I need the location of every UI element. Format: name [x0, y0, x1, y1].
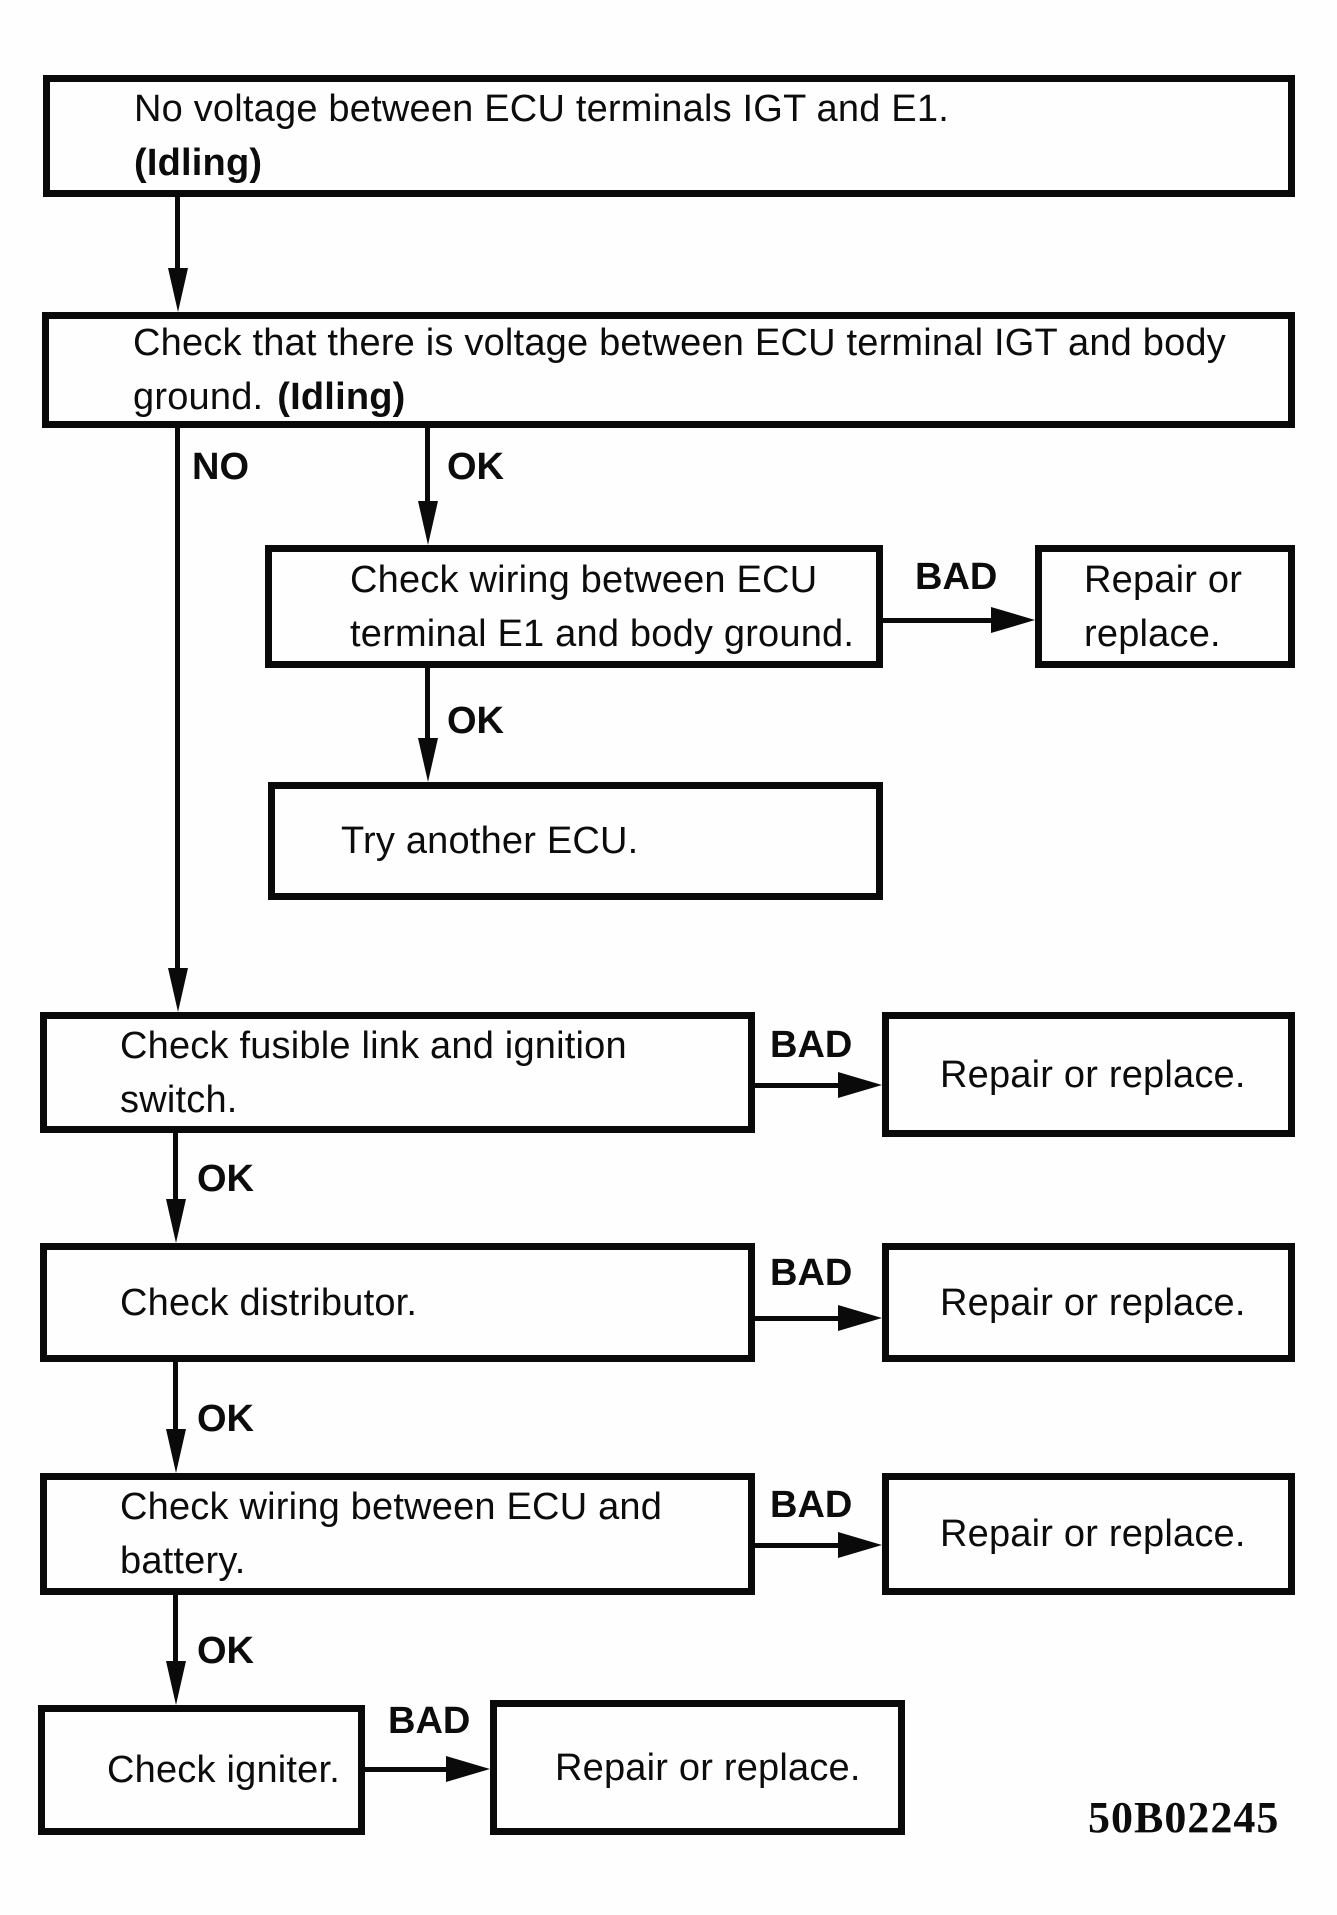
node-start: No voltage between ECU terminals IGT and…	[43, 75, 1295, 197]
label-ok-1: OK	[447, 446, 504, 488]
arrowhead-down-icon	[168, 268, 188, 312]
node-repair-igniter-line1: Repair or replace.	[555, 1746, 861, 1789]
connector-bad-to-repair-fusible	[755, 1083, 840, 1088]
node-check-distributor: Check distributor.	[40, 1243, 755, 1362]
connector-bad-to-repair-igniter	[365, 1767, 448, 1772]
connector-no-branch	[175, 428, 180, 971]
node-repair-battery-line1: Repair or replace.	[940, 1513, 1246, 1555]
node-start-line2: (Idling)	[134, 142, 263, 184]
node-check-igt-voltage-line2-text: ground.	[133, 376, 264, 418]
label-bad-3: BAD	[770, 1252, 853, 1294]
label-ok-4: OK	[197, 1398, 254, 1440]
node-check-fusible-link: Check fusible link and ignition switch.	[40, 1012, 755, 1133]
node-repair-fusible: Repair or replace.	[882, 1012, 1295, 1137]
arrowhead-right-icon	[838, 1532, 882, 1558]
arrowhead-down-icon	[166, 1429, 186, 1473]
node-repair-e1: Repair or replace.	[1035, 545, 1295, 668]
connector-ok-to-igniter	[173, 1595, 178, 1665]
connector-start-to-check-voltage	[175, 197, 180, 272]
node-repair-e1-line2: replace.	[1084, 612, 1221, 655]
node-check-igt-voltage-idling: (Idling)	[277, 376, 406, 418]
connector-bad-to-repair-battery	[755, 1543, 840, 1548]
arrowhead-down-icon	[166, 1199, 186, 1243]
connector-ok-to-wiring-battery	[173, 1362, 178, 1433]
node-check-igniter: Check igniter.	[38, 1705, 365, 1835]
node-repair-battery: Repair or replace.	[882, 1473, 1295, 1595]
node-repair-distributor: Repair or replace.	[882, 1243, 1295, 1362]
node-check-distributor-line1: Check distributor.	[120, 1281, 418, 1324]
node-check-igt-voltage: Check that there is voltage between ECU …	[42, 312, 1295, 428]
node-check-wiring-battery: Check wiring between ECU and battery.	[40, 1473, 755, 1595]
node-start-line1: No voltage between ECU terminals IGT and…	[134, 88, 949, 130]
arrowhead-down-icon	[418, 501, 438, 545]
label-ok-2: OK	[447, 700, 504, 742]
node-try-another-ecu-line1: Try another ECU.	[341, 820, 639, 862]
arrowhead-down-icon	[168, 968, 188, 1012]
arrowhead-right-icon	[838, 1305, 882, 1331]
node-repair-distributor-line1: Repair or replace.	[940, 1281, 1246, 1324]
node-check-igt-voltage-line1: Check that there is voltage between ECU …	[133, 322, 1226, 364]
label-ok-3: OK	[197, 1158, 254, 1200]
connector-ok-to-check-wiring-e1	[425, 428, 430, 505]
arrowhead-right-icon	[991, 607, 1035, 633]
node-repair-fusible-line1: Repair or replace.	[940, 1053, 1246, 1096]
label-bad-4: BAD	[770, 1484, 853, 1526]
node-check-wiring-e1: Check wiring between ECU terminal E1 and…	[265, 545, 883, 668]
label-bad-1: BAD	[915, 556, 998, 598]
label-bad-5: BAD	[388, 1700, 471, 1742]
label-no: NO	[192, 446, 249, 488]
arrowhead-right-icon	[838, 1072, 882, 1098]
node-check-fusible-link-line1: Check fusible link and ignition	[120, 1024, 627, 1067]
label-bad-2: BAD	[770, 1024, 853, 1066]
connector-bad-to-repair-distributor	[755, 1316, 840, 1321]
arrowhead-down-icon	[418, 738, 438, 782]
node-try-another-ecu: Try another ECU.	[268, 782, 883, 900]
node-check-wiring-e1-line2: terminal E1 and body ground.	[350, 612, 855, 655]
node-check-fusible-link-line2: switch.	[120, 1078, 238, 1121]
connector-ok-to-distributor	[173, 1133, 178, 1203]
node-check-wiring-e1-line1: Check wiring between ECU	[350, 558, 818, 601]
node-repair-igniter: Repair or replace.	[490, 1700, 905, 1835]
arrowhead-down-icon	[166, 1661, 186, 1705]
node-check-wiring-battery-line2: battery.	[120, 1540, 246, 1582]
label-ok-5: OK	[197, 1630, 254, 1672]
node-check-igniter-line1: Check igniter.	[107, 1749, 341, 1791]
node-check-wiring-battery-line1: Check wiring between ECU and	[120, 1486, 663, 1528]
connector-ok-to-try-ecu	[425, 668, 430, 742]
arrowhead-right-icon	[446, 1756, 490, 1782]
connector-bad-to-repair-e1	[883, 618, 993, 623]
node-repair-e1-line1: Repair or	[1084, 558, 1243, 601]
node-check-igt-voltage-line2: ground. (Idling)	[133, 370, 1288, 424]
figure-code: 50B02245	[1088, 1793, 1280, 1842]
